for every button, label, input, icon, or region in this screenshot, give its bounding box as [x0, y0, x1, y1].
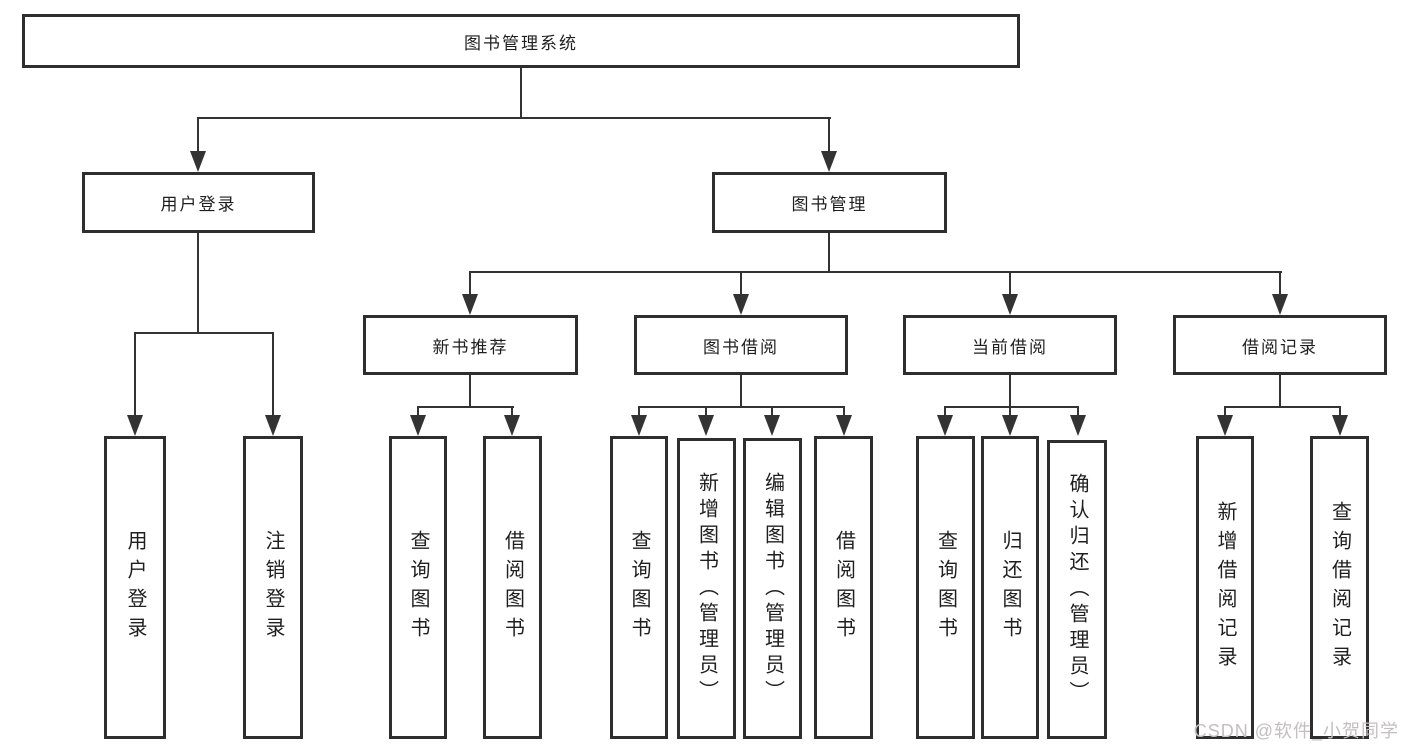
arrowhead-icon: [265, 415, 281, 436]
leaf-user-login: 用户登录: [104, 436, 166, 739]
connector-line: [197, 232, 199, 334]
connector-line: [134, 332, 136, 418]
connector-line: [843, 406, 845, 418]
connector-line: [1279, 271, 1281, 297]
node-label: 确认归还（管理员）: [1066, 472, 1088, 707]
connector-line: [944, 406, 946, 418]
connector-line: [1009, 271, 1011, 297]
node-label: 图书管理系统: [464, 33, 578, 53]
connector-line: [828, 232, 830, 273]
node-label: 借阅图书: [832, 529, 855, 646]
node-label: 归还图书: [999, 529, 1021, 646]
connector-line: [1224, 406, 1226, 418]
node-label: 新增图书（管理员）: [695, 471, 718, 706]
connector-line: [469, 271, 471, 297]
node-label: 借阅图书: [501, 529, 524, 646]
leaf-query-books-2: 查询图书: [610, 436, 668, 739]
csdn-watermark: CSDN @软件_小贺同学: [1193, 721, 1399, 741]
connector-line: [197, 117, 831, 119]
connector-line: [740, 271, 742, 297]
connector-line: [944, 406, 1079, 408]
node-label: 查询借阅记录: [1328, 500, 1351, 675]
connector-line: [771, 406, 773, 418]
leaf-confirm-return-admin: 确认归还（管理员）: [1047, 440, 1107, 739]
node-label: 新增借阅记录: [1214, 500, 1236, 675]
connector-line: [1077, 406, 1079, 418]
node-borrow-records: 借阅记录: [1173, 315, 1387, 375]
node-label: 新书推荐: [432, 337, 509, 357]
connector-line: [1279, 375, 1281, 408]
arrowhead-icon: [462, 294, 478, 315]
node-book-borrow: 图书借阅: [634, 315, 848, 375]
leaf-query-books-1: 查询图书: [389, 436, 447, 739]
arrowhead-icon: [127, 415, 143, 436]
node-label: 注销登录: [262, 529, 284, 646]
arrowhead-icon: [504, 415, 520, 436]
arrowhead-icon: [1002, 415, 1018, 436]
arrowhead-icon: [1332, 415, 1348, 436]
node-label: 图书借阅: [703, 337, 779, 357]
node-new-book-recommend: 新书推荐: [363, 315, 578, 375]
arrowhead-icon: [1272, 294, 1288, 315]
connector-line: [1009, 406, 1011, 418]
connector-line: [638, 406, 640, 418]
node-label: 图书管理: [791, 195, 868, 214]
connector-line: [1339, 406, 1341, 418]
leaf-borrow-books-1: 借阅图书: [483, 436, 542, 739]
node-root: 图书管理系统: [22, 14, 1020, 68]
connector-line: [417, 406, 514, 408]
node-label: 查询图书: [628, 529, 650, 646]
connector-line: [638, 406, 845, 408]
connector-line: [828, 117, 830, 155]
arrowhead-icon: [821, 151, 837, 172]
node-label: 用户登录: [160, 195, 237, 214]
arrowhead-icon: [733, 294, 749, 315]
leaf-query-borrow-record: 查询借阅记录: [1310, 436, 1369, 739]
connector-line: [511, 406, 513, 418]
arrowhead-icon: [764, 415, 780, 436]
leaf-query-books-3: 查询图书: [916, 436, 975, 739]
arrowhead-icon: [631, 415, 647, 436]
arrowhead-icon: [698, 415, 714, 436]
leaf-logout: 注销登录: [243, 436, 303, 739]
node-label: 当前借阅: [972, 337, 1048, 357]
connector-line: [705, 406, 707, 418]
node-label: 用户登录: [124, 529, 146, 646]
connector-line: [469, 375, 471, 408]
connector-line: [740, 375, 742, 408]
node-label: 查询图书: [934, 529, 957, 646]
leaf-borrow-books-2: 借阅图书: [814, 436, 873, 739]
connector-line: [134, 332, 274, 334]
node-current-borrow: 当前借阅: [903, 315, 1117, 375]
arrowhead-icon: [410, 415, 426, 436]
leaf-edit-books-admin: 编辑图书（管理员）: [743, 438, 802, 739]
connector-line: [272, 332, 274, 418]
arrowhead-icon: [836, 415, 852, 436]
connector-line: [1224, 406, 1341, 408]
arrowhead-icon: [190, 151, 206, 172]
connector-line: [1009, 375, 1011, 408]
node-label: 借阅记录: [1242, 337, 1318, 357]
connector-line: [469, 271, 1282, 273]
leaf-return-books: 归还图书: [981, 436, 1039, 739]
leaf-add-borrow-record: 新增借阅记录: [1196, 436, 1254, 739]
arrowhead-icon: [1002, 294, 1018, 315]
arrowhead-icon: [937, 415, 953, 436]
connector-line: [417, 406, 419, 418]
connector-line: [197, 117, 199, 155]
node-book-management: 图书管理: [712, 172, 947, 233]
arrowhead-icon: [1070, 415, 1086, 436]
leaf-add-books-admin: 新增图书（管理员）: [677, 438, 736, 739]
node-label: 查询图书: [407, 529, 429, 646]
connector-line: [520, 67, 522, 119]
node-user-login-group: 用户登录: [82, 172, 315, 233]
arrowhead-icon: [1217, 415, 1233, 436]
node-label: 编辑图书（管理员）: [761, 471, 784, 706]
